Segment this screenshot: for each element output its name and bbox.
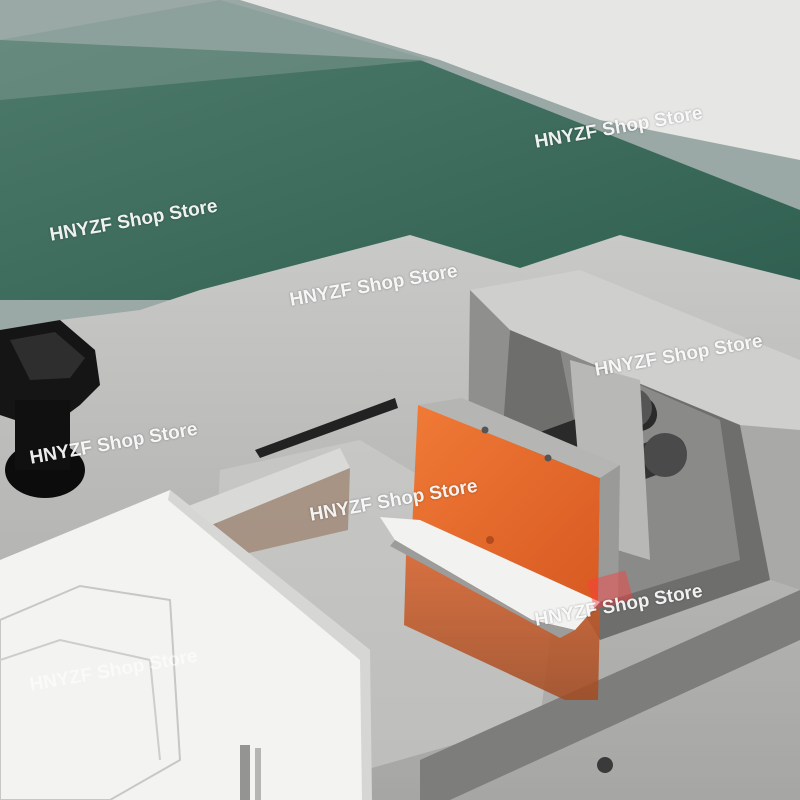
orange-jaw	[412, 405, 600, 602]
green-mat	[0, 40, 800, 300]
housing	[470, 270, 800, 590]
base-screw	[597, 757, 613, 773]
plate-slot	[255, 398, 398, 458]
blade	[380, 517, 600, 630]
white-box	[0, 490, 372, 800]
jaw-reflection	[404, 555, 600, 700]
wall	[240, 0, 800, 160]
clamp-knob	[0, 320, 100, 498]
